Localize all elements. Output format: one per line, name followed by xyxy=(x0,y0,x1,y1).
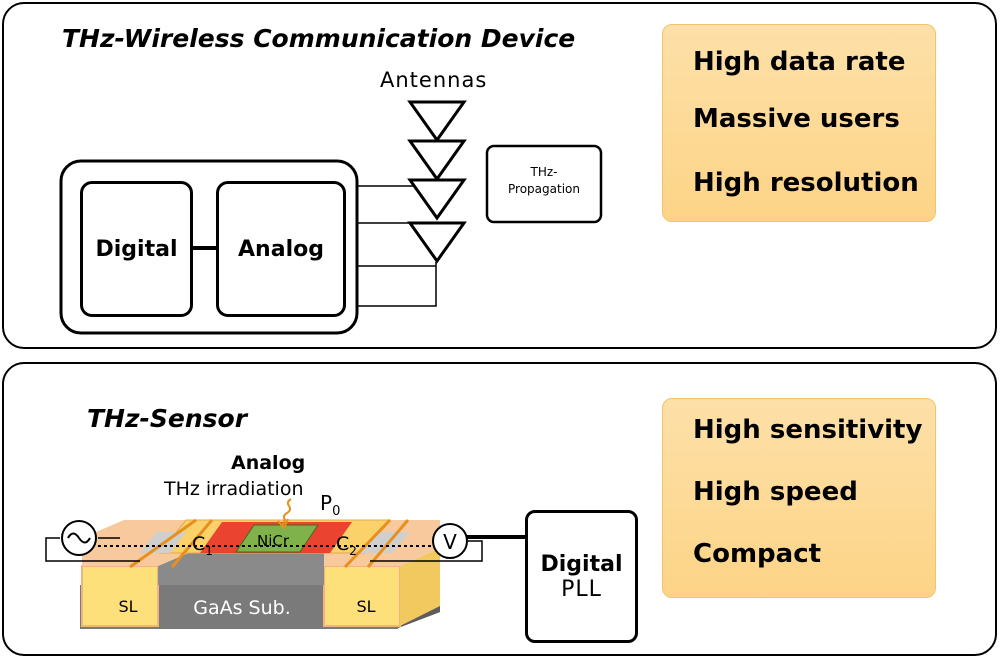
power-symbol: P xyxy=(320,491,332,515)
thz-irradiation-arrow xyxy=(281,498,292,527)
sl-left-label: SL xyxy=(118,597,137,616)
antenna-2 xyxy=(407,139,467,182)
pll-digital-label: Digital xyxy=(540,551,623,577)
antenna-1 xyxy=(407,100,467,143)
propagation-line-1: THz- xyxy=(530,165,558,179)
sensor-title: THz-Sensor xyxy=(87,404,248,433)
feature-high-sensitivity: High sensitivity xyxy=(693,415,923,445)
feature-massive-users: Massive users xyxy=(693,104,900,134)
power-label: P0 xyxy=(320,491,340,519)
wireless-diagram xyxy=(59,100,603,335)
irradiation-label: THz irradiation xyxy=(164,478,304,500)
digital-block: Digital xyxy=(80,181,193,317)
thz-irradiation-arrow-head xyxy=(277,518,289,530)
sl-right-label: SL xyxy=(356,597,375,616)
antenna-3 xyxy=(407,178,467,221)
feature-high-speed: High speed xyxy=(693,477,858,507)
circuit-wires xyxy=(45,537,483,562)
substrate-gap xyxy=(158,548,360,585)
c2-subscript: 2 xyxy=(349,544,357,558)
digital-label: Digital xyxy=(95,236,178,262)
wireless-features-box: High data rate Massive users High resolu… xyxy=(662,24,936,222)
analog-label: Analog xyxy=(238,236,324,262)
sensor-device-diagram: V SL SL GaAs Sub. NiCr C1 C2 P0 xyxy=(45,491,527,629)
digital-pll-block: Digital PLL xyxy=(525,510,638,643)
transceiver-box xyxy=(59,159,359,335)
power-subscript: 0 xyxy=(332,504,340,519)
wireless-title: THz-Wireless Communication Device xyxy=(62,24,576,53)
c2-letter: C xyxy=(336,533,349,555)
antennas-label: Antennas xyxy=(380,68,488,92)
sl-right-block xyxy=(323,565,401,627)
propagation-box xyxy=(485,144,603,224)
nicr-label: NiCr xyxy=(257,532,290,550)
contact-pad-right xyxy=(360,532,410,553)
feature-high-resolution: High resolution xyxy=(693,168,919,198)
propagation-label: THz- Propagation xyxy=(487,164,601,198)
sl-right-side xyxy=(400,548,440,626)
ac-source-wave xyxy=(67,532,91,544)
sl-left-block xyxy=(81,565,159,627)
electrode-lines xyxy=(129,518,410,569)
analog-block: Analog xyxy=(216,181,346,317)
sl-left-top xyxy=(82,520,200,566)
voltmeter xyxy=(432,523,468,559)
sensor-features-box: High sensitivity High speed Compact xyxy=(662,398,936,598)
c2-label: C2 xyxy=(336,533,357,558)
wireless-device-panel: THz-Wireless Communication Device Antenn… xyxy=(2,2,997,349)
feature-compact: Compact xyxy=(693,539,822,569)
c1-subscript: 1 xyxy=(205,544,213,558)
antenna-array xyxy=(407,100,467,264)
feature-high-data-rate: High data rate xyxy=(693,47,906,77)
c1-letter: C xyxy=(192,533,205,555)
propagation-line-2: Propagation xyxy=(508,182,580,196)
antenna-feed-lines xyxy=(357,185,437,307)
sensor-analog-label: Analog xyxy=(231,452,306,474)
c1-label: C1 xyxy=(192,533,213,558)
antenna-4 xyxy=(407,221,467,264)
substrate-label: GaAs Sub. xyxy=(193,597,291,619)
voltmeter-label: V xyxy=(443,530,457,554)
pll-label: PLL xyxy=(561,576,602,602)
